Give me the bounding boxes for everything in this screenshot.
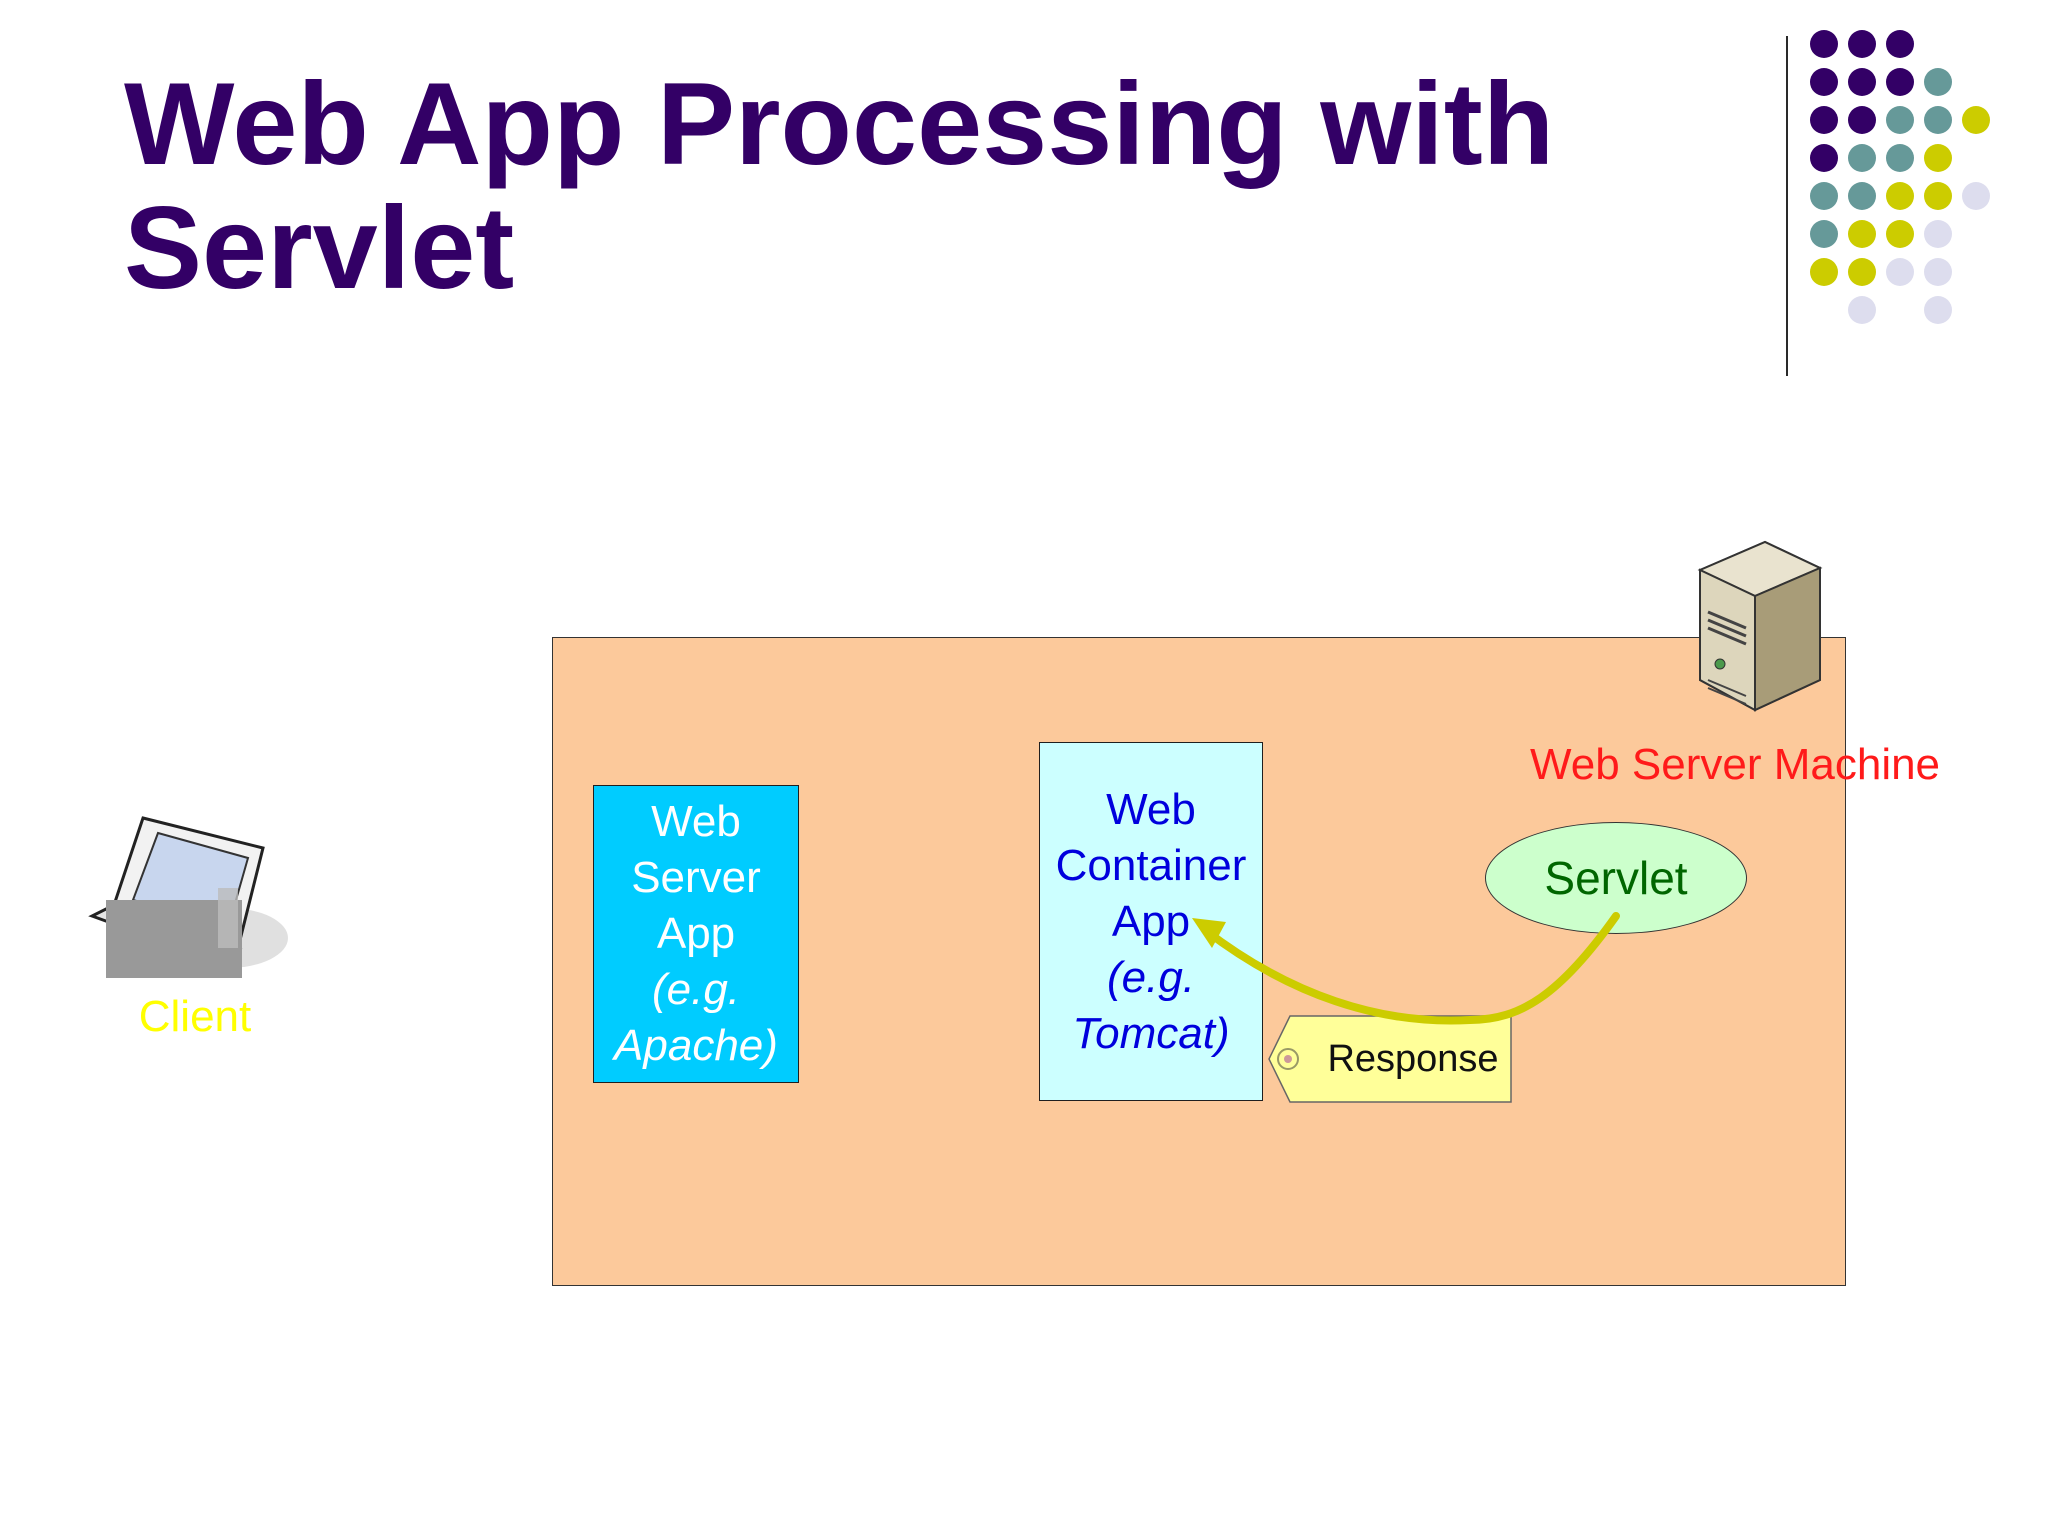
decorative-dot [1810,258,1838,286]
web-container-app-line-4: (e.g. [1106,952,1196,1002]
decorative-dot-grid [1810,30,2040,340]
title-line-2: Servlet [124,182,515,313]
web-server-app-line-5: Apache) [614,1021,778,1070]
decorative-dot [1924,182,1952,210]
web-container-app-line-3: App [1111,896,1191,946]
client-label: Client [138,992,252,1041]
web-server-machine-label: Web Server Machine [1530,740,1941,789]
decorative-dot [1810,144,1838,172]
web-container-app-line-5: Tomcat) [1072,1008,1230,1058]
decorative-dot [1886,258,1914,286]
decorative-dot [1848,258,1876,286]
decorative-dot [1848,220,1876,248]
decorative-dot [1810,68,1838,96]
web-container-app-line-2: Container [1055,840,1247,890]
decorative-dot [1924,106,1952,134]
decorative-dot [1924,296,1952,324]
title-divider [1786,36,1788,376]
laptop-icon [88,816,288,978]
decorative-dot [1810,30,1838,58]
decorative-dot [1810,220,1838,248]
decorative-dot [1848,296,1876,324]
decorative-dot [1924,144,1952,172]
decorative-dot [1886,144,1914,172]
servlet-ellipse: Servlet [1485,822,1747,934]
decorative-dot [1848,144,1876,172]
decorative-dot [1962,106,1990,134]
decorative-dot [1924,220,1952,248]
decorative-dot [1886,30,1914,58]
web-container-app-line-1: Web [1106,784,1196,834]
server-tower-icon [1697,540,1823,712]
decorative-dot [1810,106,1838,134]
decorative-dot [1810,182,1838,210]
decorative-dot [1886,182,1914,210]
decorative-dot [1848,106,1876,134]
web-server-app-line-2: Server [631,853,761,902]
servlet-label: Servlet [1544,852,1688,904]
decorative-dot [1886,68,1914,96]
decorative-dot [1962,182,1990,210]
response-label: Response [1327,1038,1499,1080]
web-container-app-box: Web Container App (e.g. Tomcat) [1039,742,1263,1101]
decorative-dot [1886,220,1914,248]
decorative-dot [1848,30,1876,58]
decorative-dot [1886,106,1914,134]
decorative-dot [1848,182,1876,210]
web-server-app-box: Web Server App (e.g. Apache) [593,785,799,1083]
title-line-1: Web App Processing with [124,58,1555,189]
web-server-app-line-3: App [656,909,736,958]
web-server-app-line-4: (e.g. [651,965,741,1014]
slide-title: Web App Processing with Servlet [124,62,1564,310]
decorative-dot [1924,258,1952,286]
web-server-app-line-1: Web [651,797,741,846]
decorative-dot [1924,68,1952,96]
decorative-dot [1848,68,1876,96]
